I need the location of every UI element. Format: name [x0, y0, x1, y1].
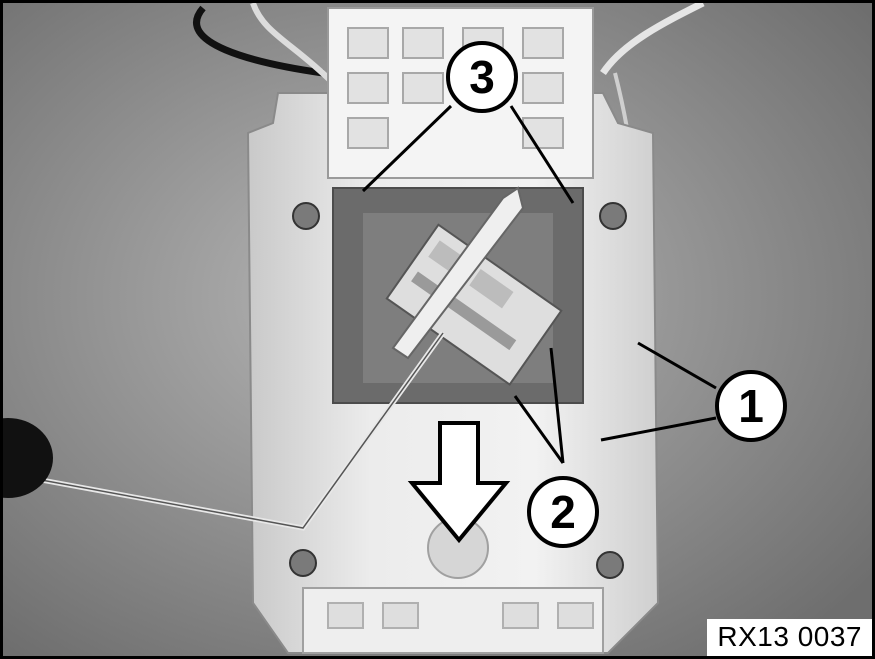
- float-arm: [391, 186, 525, 360]
- leader-lines: [361, 104, 717, 464]
- wire-grey-1: [250, 3, 336, 86]
- screwdriver-handle: [3, 418, 53, 498]
- callout-1: 1: [715, 370, 787, 442]
- figure-reference: RX13 0037: [707, 619, 872, 656]
- callout-3: 3: [446, 41, 518, 113]
- float-rod-edge: [3, 332, 444, 529]
- callout-2: 2: [527, 476, 599, 548]
- screws: [289, 202, 627, 579]
- downward-arrow: [407, 421, 511, 544]
- wire-grey-2: [600, 3, 705, 75]
- wire-black: [193, 5, 324, 77]
- bottom-grid: [327, 602, 594, 629]
- fuel-pump-photo: [3, 3, 872, 656]
